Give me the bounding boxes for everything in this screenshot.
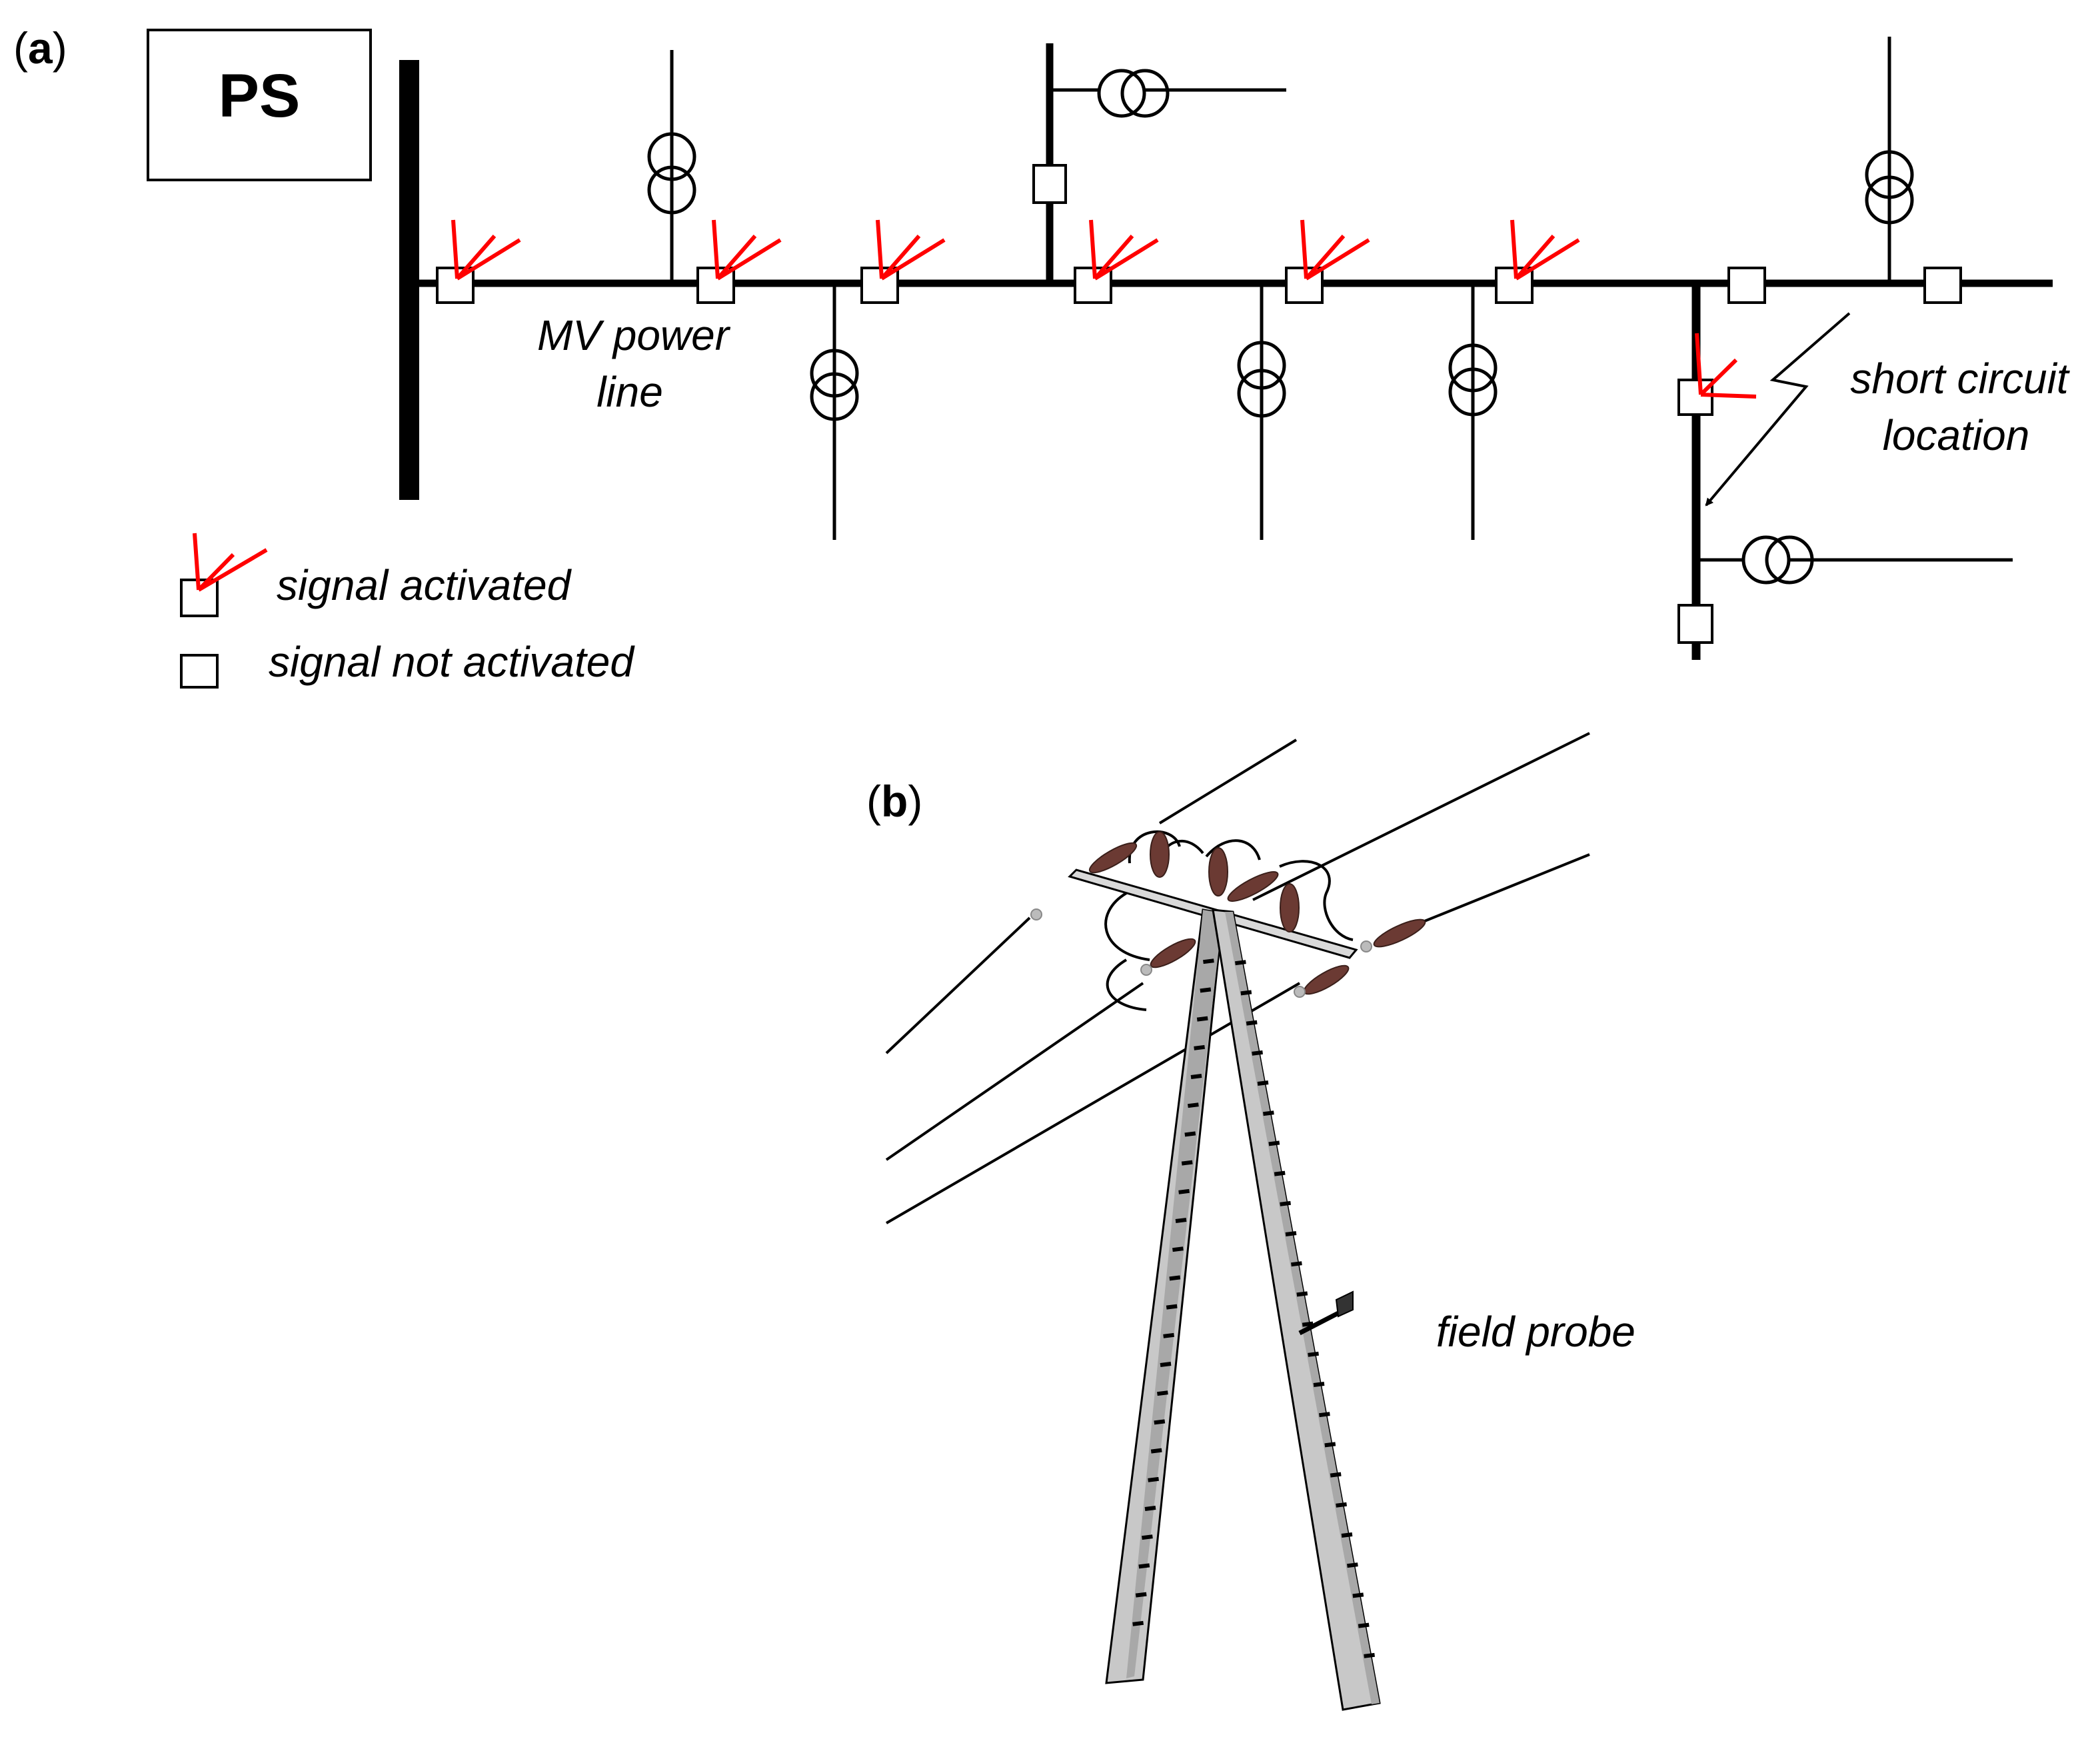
busbar [399,60,419,500]
pole-step [1268,1140,1280,1146]
pole-step [1194,1044,1205,1050]
power-station-label: PS [219,62,301,130]
pole-step [1341,1532,1353,1538]
pole-step [1308,1351,1319,1357]
pole-step [1280,1200,1291,1206]
pole-step [1296,1291,1308,1297]
pole-step [1135,1592,1147,1598]
pole-step [1142,1534,1153,1540]
fault-indicator-activated [1677,333,1757,416]
pole-steps [1132,958,1375,1658]
pole-step [1364,1652,1375,1658]
pole-step [1257,1080,1269,1086]
transformer-icon [1448,343,1498,393]
pole-step [1166,1304,1178,1310]
pole-step [1172,1246,1184,1252]
panel-b-letter: b [881,777,908,826]
mv-line-label: MV power [537,311,731,359]
pole-step [1144,1506,1156,1511]
legend-not-activated-icon [180,654,219,689]
pole-step [1235,960,1246,966]
pole-step [1190,1074,1202,1079]
pole-step [1319,1412,1330,1418]
fault-indicator-not-activated [1032,164,1067,204]
power-station-box [147,29,372,181]
mv-line-label: line [596,368,663,416]
fault-indicator-not-activated [1923,267,1962,304]
fault-indicator-activated [1495,219,1580,304]
legend-activated-icon [180,533,268,617]
field-probe [1298,1290,1354,1336]
pole-step [1313,1382,1325,1387]
panel-a: (a) PS [13,23,2070,689]
fault-indicator-activated [1074,219,1159,304]
fault-indicator-activated [696,219,782,304]
faulted-lateral [1691,283,2013,660]
pole-step [1157,1390,1168,1396]
pole-step [1240,990,1252,996]
legend-not-activated-label: signal not activated [269,638,635,686]
short-circuit-label: short circuit [1850,355,2069,403]
fault-indicator-activated [860,219,946,304]
fault-indicator-not-activated [1727,267,1766,304]
pole-step [1200,987,1212,993]
branch-lateral [1032,43,1286,283]
fault-indicator-activated [436,219,521,304]
pole-step [1132,1620,1144,1626]
panel-b-label: (b) [866,777,922,826]
pole-step [1148,1476,1159,1482]
panel-b: (b) [866,732,1635,1711]
insulators [1030,831,1426,998]
pole-step [1188,1102,1199,1108]
branch-transformer [1237,283,1286,540]
panel-a-letter: a [28,23,53,73]
pole-step [1285,1231,1297,1236]
pole-step [1138,1563,1150,1569]
pole-step [1160,1362,1172,1367]
branch-transformer [1448,283,1498,540]
pole-step [1336,1502,1347,1508]
branch-transformer [647,50,696,283]
pole-step [1274,1170,1286,1176]
short-circuit-label: location [1883,411,2030,459]
pole-step [1352,1592,1364,1598]
fault-indicator-not-activated [1677,604,1713,644]
pole-step [1181,1160,1193,1166]
branch-transformer [1865,37,1914,283]
panel-a-label: (a) [13,23,67,73]
pole-step [1347,1562,1358,1568]
transformer-icon [1237,341,1286,390]
field-probe-label: field probe [1436,1308,1635,1356]
transformer-icon [647,132,696,181]
pole-step [1330,1472,1342,1478]
pole-step [1203,958,1214,964]
pole-step [1169,1275,1181,1281]
pole-step [1358,1622,1370,1628]
pole-step [1175,1218,1187,1223]
pole-step [1196,1016,1208,1022]
short-circuit-marker [1705,312,1851,507]
pole-step [1150,1448,1162,1454]
pole-step [1154,1419,1166,1425]
fault-indicator-activated [1285,219,1370,304]
pole-step [1302,1321,1314,1327]
pole-step [1252,1050,1263,1056]
legend: signal activated signal not activated [180,533,635,689]
transformer-icon [1865,150,1914,199]
pole-step [1263,1110,1274,1116]
transformer-icon [810,349,859,398]
branch-transformer [810,283,859,540]
pole-step [1184,1131,1196,1137]
pole-step [1163,1332,1174,1338]
legend-activated-label: signal activated [277,561,572,609]
pole-step [1246,1020,1258,1026]
pole-step [1178,1188,1190,1194]
pole-step [1291,1261,1302,1267]
pole-step [1324,1442,1336,1448]
